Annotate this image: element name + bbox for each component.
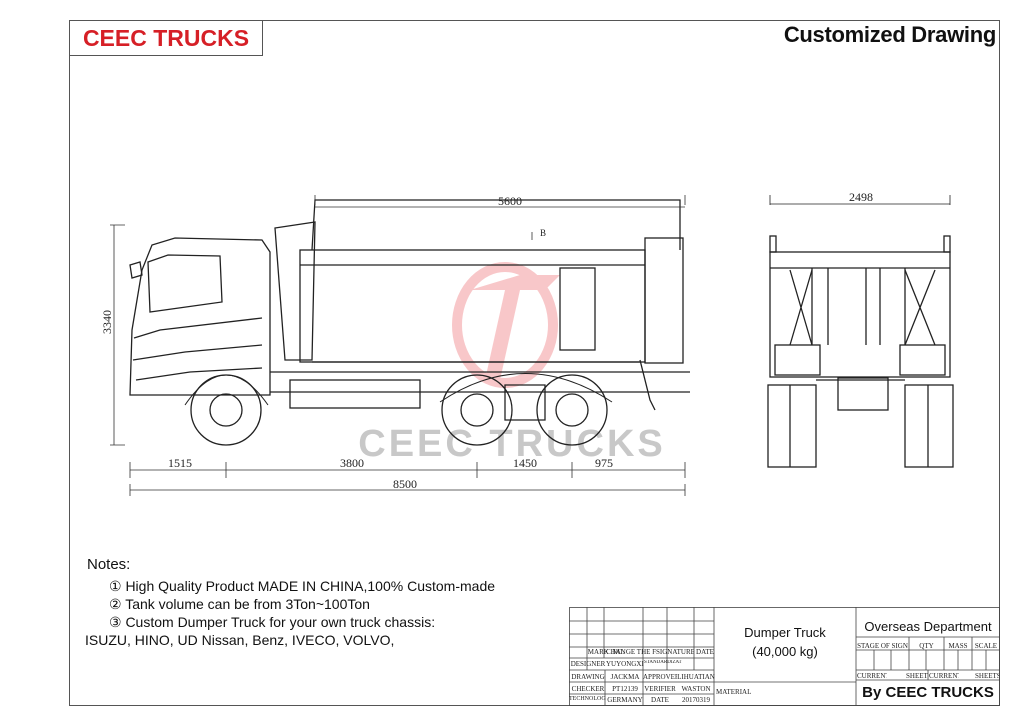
tb-no: NO. [612, 648, 625, 656]
tb-drawing-name: JACKMA [610, 673, 640, 681]
tb-checker-code: PT12139 [612, 685, 638, 693]
tb-scale-label: SCALE [974, 642, 998, 650]
watermark-logo [452, 262, 560, 388]
drawing-sheet-border [69, 20, 1000, 706]
tb-signature: SIGNATURE [656, 648, 694, 656]
title-block-grid [569, 607, 1000, 706]
dim-front-overhang: 1515 [168, 456, 192, 470]
tb-stage-label: STAGE OF SIGN [857, 642, 908, 650]
tb-mark: MARK [587, 648, 609, 656]
tb-sheets-label: SHEETS [975, 672, 999, 680]
dim-wheelbase: 3800 [340, 456, 364, 470]
tb-date-label: DATE [651, 696, 669, 704]
tb-by-line: By CEEC TRUCKS [862, 684, 994, 701]
tb-header-row: MARK NO. [571, 648, 641, 656]
tb-designer-code: STANDARDIZATION [644, 660, 682, 665]
tb-date-value: 20170319 [682, 696, 710, 704]
notes-section: Notes: ① High Quality Product MADE IN CH… [85, 556, 496, 649]
dim-axle-spacing: 1450 [513, 456, 537, 470]
tb-approver-label: APPROVER [643, 673, 677, 681]
tb-designer-name: YUYONGXIN [606, 660, 644, 668]
tb-drawing-label: DRAWING [571, 673, 605, 681]
tb-change-file: CHANGE THE FILE NO. [606, 648, 656, 656]
page-title: Customized Drawing [783, 22, 996, 47]
note-item: ① High Quality Product MADE IN CHINA,100… [109, 578, 496, 594]
tb-material-label: MATERIAL [716, 688, 752, 696]
dim-height: 3340 [100, 310, 114, 334]
dim-total-length: 8500 [393, 477, 417, 491]
tb-qty-label: QTY [919, 642, 934, 650]
tb-technologist-label: TECHNOLOGIST [569, 696, 606, 702]
side-view-truck [129, 199, 690, 446]
note-item: ② Tank volume can be from 3Ton~100Ton [109, 596, 370, 612]
tb-product-weight: (40,000 kg) [752, 644, 818, 659]
tb-verifier-label: VERIFIER [644, 685, 676, 693]
notes-heading: Notes: [87, 556, 131, 573]
note-item: ③ Custom Dumper Truck for your own truck… [109, 614, 436, 630]
side-dimension-lines [110, 195, 686, 496]
watermark-text: CEEC TRUCKS [358, 423, 665, 465]
tb-technologist-name: GERMANY [607, 696, 643, 704]
tb-designer-label: DESIGNER [570, 660, 606, 668]
tb-date: DATE [696, 648, 714, 656]
section-mark: B [540, 228, 546, 238]
tb-checker-label: CHECKER [571, 685, 605, 693]
tb-approver-name: LIHUATIAN [677, 673, 715, 681]
tb-department: Overseas Department [864, 619, 992, 634]
tb-current-label: CURRENT [857, 672, 887, 680]
dim-rear-overhang: 975 [595, 456, 613, 470]
tb-verifier-name: WASTON [681, 685, 711, 693]
tb-sheet-label: SHEET [906, 672, 928, 680]
rear-view-truck [767, 195, 954, 468]
tb-mass-label: MASS [948, 642, 968, 650]
note-continuation: ISUZU, HINO, UD Nissan, Benz, IVECO, VOL… [85, 632, 395, 648]
dim-rear-width: 2498 [849, 190, 873, 204]
dim-dump-length: 5600 [498, 194, 522, 208]
brand-logo: CEEC TRUCKS [69, 20, 263, 56]
tb-current-label-2: CURRENT [929, 672, 959, 680]
tb-product-name: Dumper Truck [744, 625, 826, 640]
